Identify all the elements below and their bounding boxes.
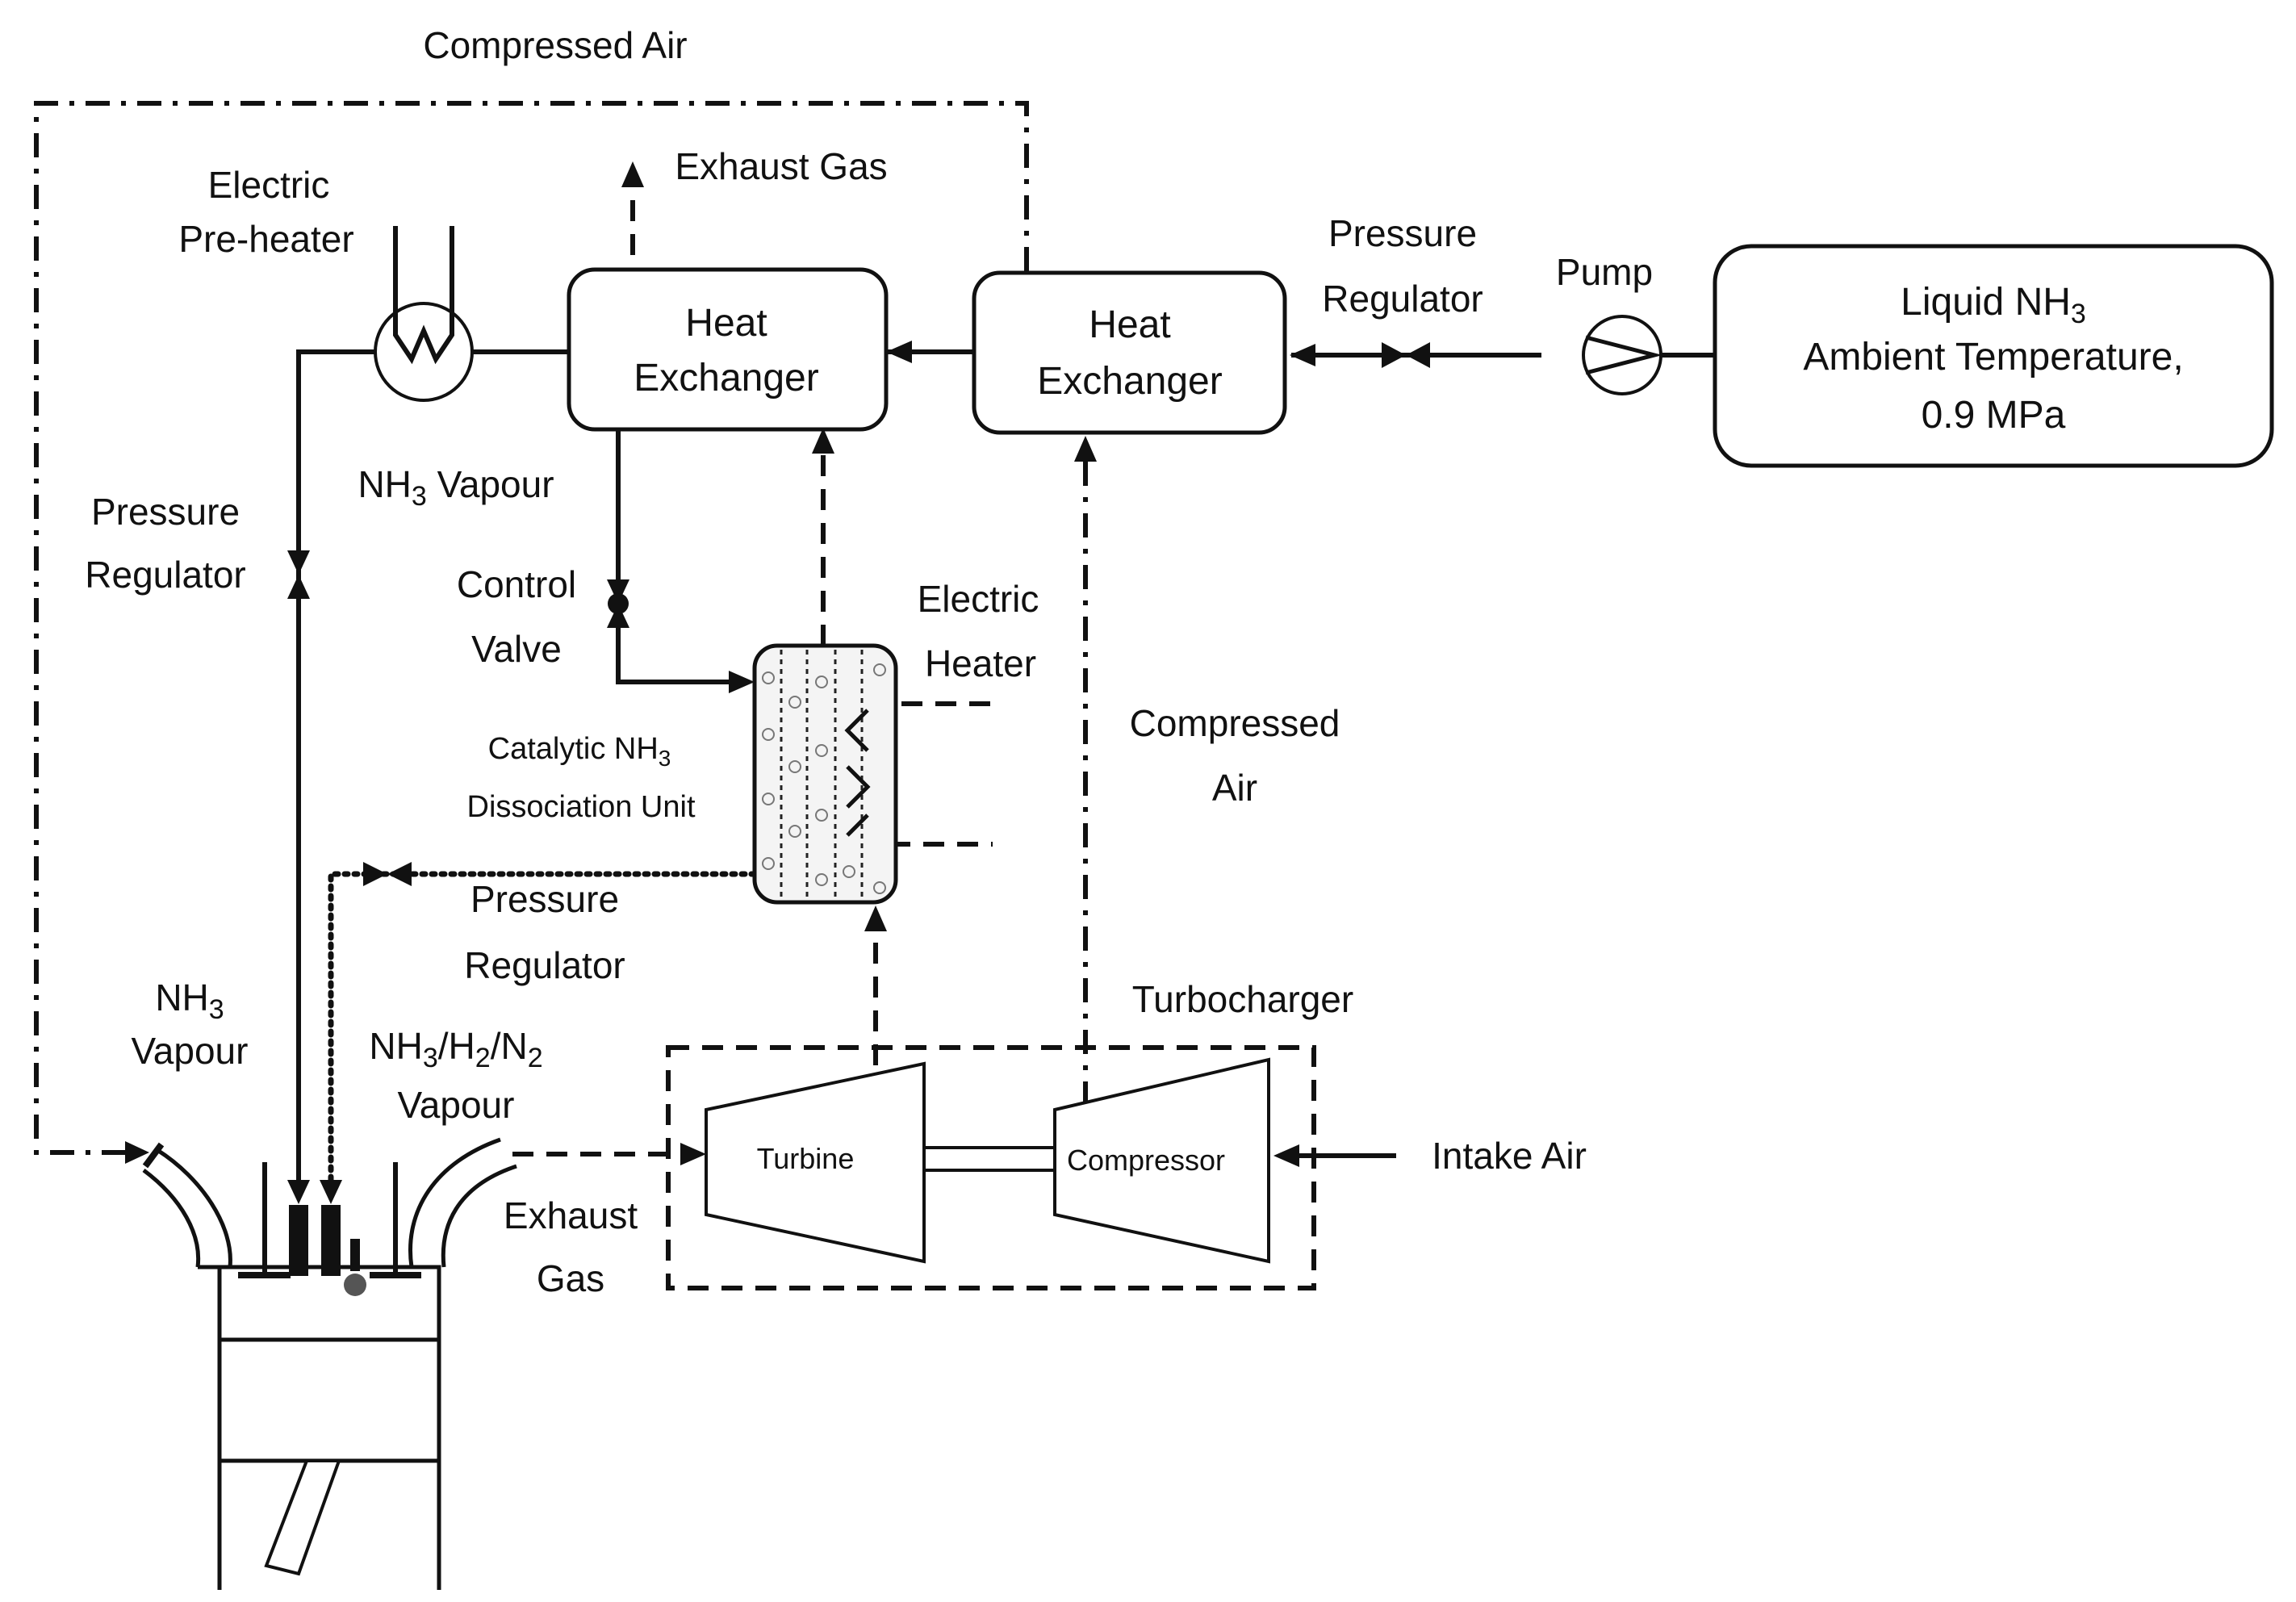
liquid-nh3-tank [1713, 244, 2274, 468]
regulator-top-label: Regulator [1322, 278, 1483, 320]
nh3-vapour-top-label: NH3 Vapour [358, 463, 554, 512]
turbine-to-dissociation-line [864, 906, 887, 1065]
tank-label-line3: 0.9 MPa [1922, 394, 2066, 437]
compressed-air-loop-line [34, 101, 1029, 1164]
turbocharger-box [666, 1045, 1316, 1290]
catalytic-dissociation-unit [752, 643, 898, 905]
electric-label: Electric [208, 164, 330, 206]
compressed-label: Compressed [1130, 702, 1340, 744]
nh3-to-dissociation-line [616, 431, 755, 693]
compressed-air-top-label: Compressed Air [423, 24, 687, 66]
exhaust-gas-top-label: Exhaust Gas [675, 145, 887, 187]
tank-label-line2: Ambient Temperature, [1803, 336, 2183, 379]
exhaust-label: Exhaust [504, 1194, 638, 1236]
pump-label: Pump [1556, 251, 1653, 293]
tank-label-line1: Liquid NH3 [1901, 281, 2086, 329]
pre-heater-label: Pre-heater [178, 218, 353, 260]
heat-exchanger-2 [972, 270, 1287, 435]
intake-air-label: Intake Air [1432, 1135, 1587, 1177]
pressure-top-label: Pressure [1328, 212, 1477, 254]
turbine-icon [705, 1061, 926, 1264]
heat-exchanger-1 [567, 267, 889, 432]
electric-heater-label-line2: Heater [925, 642, 1036, 684]
hx1-label-line1: Heat [685, 302, 767, 345]
turbine-label: Turbine [757, 1142, 855, 1175]
control-valve-icon [607, 579, 629, 628]
compressed-air-to-hx2-line [1074, 436, 1097, 1106]
exhaust-to-turbine-line [512, 1143, 706, 1165]
gas-label: Gas [537, 1257, 604, 1299]
intake-air-arrow [1273, 1144, 1396, 1167]
pressure-regulator-left-icon [287, 550, 310, 599]
electric-heater-label-line1: Electric [918, 578, 1039, 620]
pressure-regulator-top-icon [1382, 342, 1430, 368]
dissociation-to-hx1-line [812, 428, 834, 646]
nh3-left-label: NH3 [155, 977, 224, 1025]
vapour-left-label: Vapour [132, 1030, 249, 1072]
compressor-label: Compressor [1067, 1144, 1225, 1177]
turbocharger-label: Turbocharger [1132, 978, 1353, 1020]
air-label: Air [1212, 767, 1257, 809]
mixed-gas-label: NH3/H2/N2 [369, 1025, 542, 1073]
compressor-icon [1053, 1057, 1270, 1264]
vapour-mix-label: Vapour [398, 1084, 515, 1126]
regulator-mid-label: Regulator [464, 944, 625, 986]
valve-label: Valve [471, 628, 562, 670]
pressure-mid-label: Pressure [470, 878, 619, 920]
pump-icon [1582, 315, 1662, 395]
electric-pre-heater-icon [374, 226, 474, 402]
engine-cylinder [142, 1137, 517, 1590]
hx2-label-line1: Heat [1089, 303, 1170, 346]
mixed-gas-line [320, 871, 758, 1204]
regulator-left-label: Regulator [85, 554, 245, 596]
exhaust-gas-outlet-line [621, 161, 644, 255]
pressure-regulator-mid-icon [363, 862, 412, 886]
turbo-shaft [922, 1146, 1056, 1172]
catalytic-label-line1: Catalytic NH3 [488, 732, 671, 771]
hx1-label-line2: Exchanger [634, 357, 818, 399]
catalytic-label-line2: Dissociation Unit [467, 790, 696, 824]
pressure-left-label: Pressure [91, 491, 240, 533]
hx2-label-line2: Exchanger [1037, 360, 1222, 403]
control-label: Control [457, 563, 576, 605]
